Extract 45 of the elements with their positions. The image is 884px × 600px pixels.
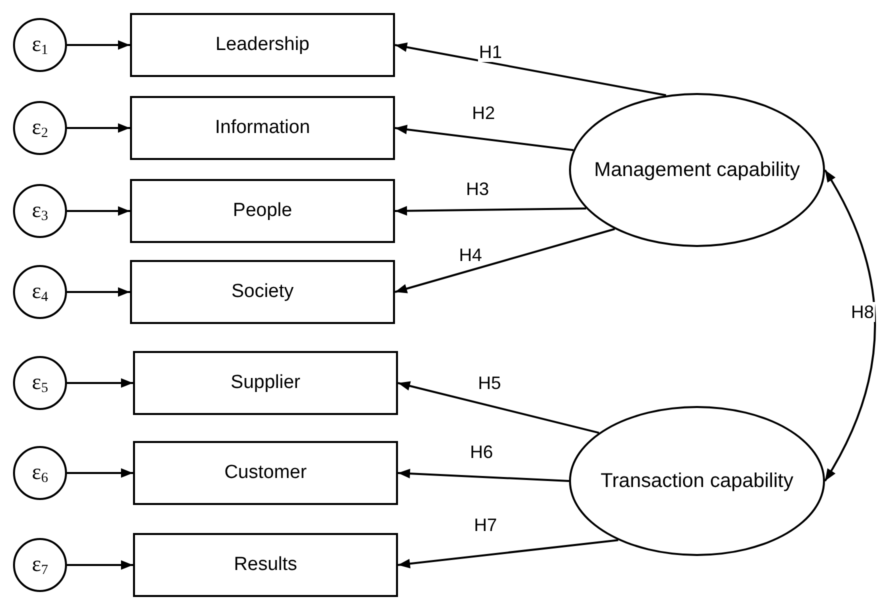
arrow: [67, 206, 130, 216]
error-term-circle: [13, 446, 67, 500]
node-label: Transaction capability: [600, 470, 794, 492]
node-label: ε$_{2}$: [32, 114, 48, 142]
indicator-box: [130, 179, 395, 243]
indicator-box: [133, 533, 398, 597]
error-term-circle: [13, 265, 67, 319]
arrow: [394, 124, 574, 152]
node-label: ε$_{4}$: [32, 278, 48, 306]
node-label: Customer: [224, 462, 307, 484]
node-label: Results: [234, 554, 298, 576]
indicator-box: [130, 13, 395, 77]
indicator-box: [130, 96, 395, 160]
error-term-circle: [13, 356, 67, 410]
arrow: [67, 287, 130, 297]
arrow: [394, 228, 615, 294]
error-term-circle: [13, 101, 67, 155]
indicator-box: [130, 260, 395, 324]
node-label: ε$_{7}$: [32, 551, 48, 579]
node-label: Society: [231, 281, 294, 303]
arrow: [394, 206, 586, 216]
error-term-circle: [13, 538, 67, 592]
arrow: [824, 170, 876, 482]
node-label: People: [232, 200, 292, 222]
node-label: Management capability: [594, 158, 800, 182]
error-term-circle: [13, 184, 67, 238]
node-label: ε$_{1}$: [32, 31, 48, 59]
arrow: [67, 468, 133, 478]
node-label: Information: [214, 117, 310, 139]
node-label: ε$_{6}$: [32, 459, 48, 487]
arrow: [398, 468, 570, 482]
arrow: [67, 40, 130, 50]
node-label: ε$_{3}$: [32, 197, 48, 225]
arrow: [67, 560, 133, 570]
node-label: Supplier: [230, 372, 300, 394]
edge-label: H8: [850, 302, 876, 322]
arrow: [398, 381, 600, 434]
arrow: [67, 378, 133, 388]
indicator-box: [133, 441, 398, 505]
error-term-circle: [13, 18, 67, 72]
node-label: Leadership: [215, 34, 310, 56]
node-label: ε$_{5}$: [32, 369, 48, 397]
arrow: [67, 123, 130, 133]
arrow: [398, 539, 618, 568]
indicator-box: [133, 351, 398, 415]
